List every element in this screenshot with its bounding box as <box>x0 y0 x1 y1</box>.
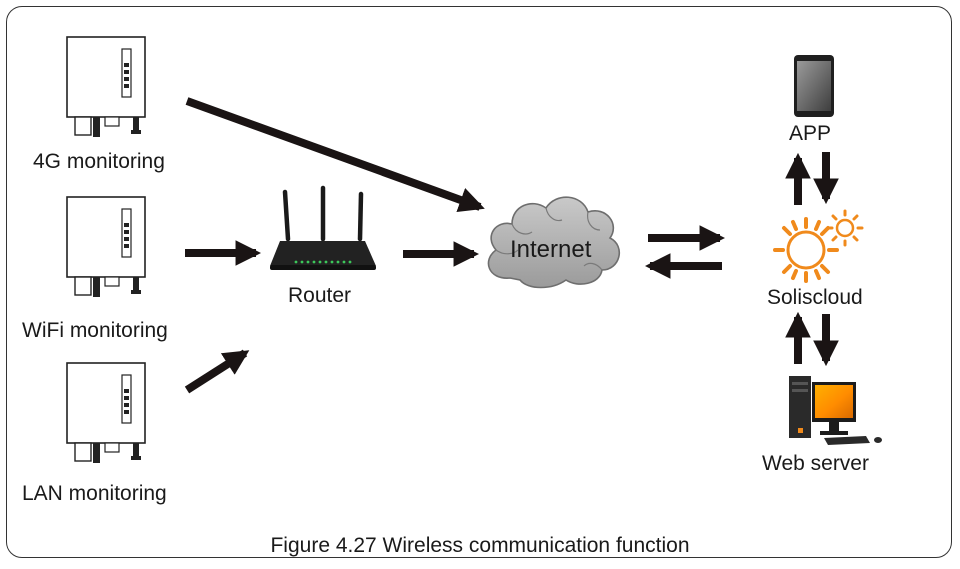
router-icon <box>270 185 376 270</box>
figure-caption: Figure 4.27 Wireless communication funct… <box>270 534 689 557</box>
label-app: APP <box>789 122 831 145</box>
arrow-lan-to-router <box>184 349 250 394</box>
computer-icon <box>789 376 882 445</box>
phone-icon <box>794 55 834 117</box>
inverter-wifi-icon <box>66 196 146 298</box>
label-web-server: Web server <box>762 452 869 475</box>
label-soliscloud: Soliscloud <box>767 286 863 309</box>
internet-cloud-icon <box>487 196 621 289</box>
soliscloud-sun-logo-icon <box>773 209 864 283</box>
label-internet: Internet <box>510 236 592 263</box>
label-wifi-monitoring: WiFi monitoring <box>22 319 168 342</box>
diagram-frame <box>6 6 952 558</box>
label-router: Router <box>288 284 351 307</box>
label-lan-monitoring: LAN monitoring <box>22 482 167 505</box>
label-4g-monitoring: 4G monitoring <box>33 150 165 173</box>
inverter-4g-icon <box>66 36 146 138</box>
inverter-lan-icon <box>66 362 146 464</box>
arrow-4g-to-internet <box>185 97 485 213</box>
